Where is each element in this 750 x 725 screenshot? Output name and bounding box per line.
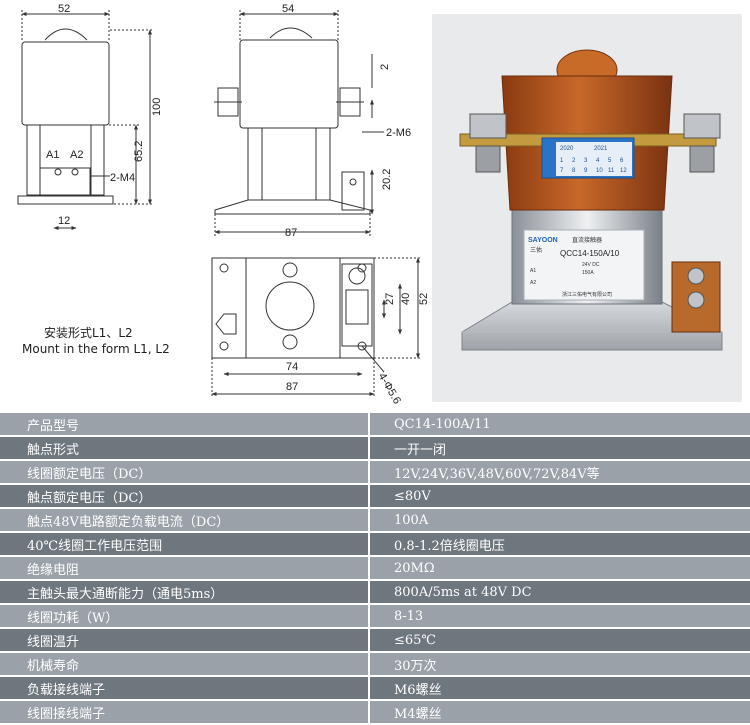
spec-value: 100A xyxy=(370,509,750,531)
label-year-2020: 2020 xyxy=(560,146,574,152)
front-width-label: 52 xyxy=(58,3,70,15)
rated-current-label: 150A xyxy=(582,270,594,276)
technical-drawing: 52 100 65.2 A1 A2 2-M4 12 xyxy=(17,3,430,406)
table-row: 触点形式一开一闭 xyxy=(0,437,750,459)
spec-label: 主触头最大通断能力（通电5ms） xyxy=(0,581,370,603)
spec-label: 绝缘电阻 xyxy=(0,557,370,579)
label-month-2: 2 xyxy=(572,158,576,164)
spec-value: ≤80V xyxy=(370,485,750,507)
spec-label: 线圈额定电压（DC） xyxy=(0,461,370,483)
photo-terminal-a1: A1 xyxy=(530,268,536,274)
model-label: QCC14-150A/10 xyxy=(560,249,620,258)
label-month-6: 6 xyxy=(620,158,624,164)
terminal-a2-label: A2 xyxy=(70,149,83,161)
spec-label: 40℃线圈工作电压范围 xyxy=(0,533,370,555)
label-month-1: 1 xyxy=(560,158,564,164)
front-screw-label: 2-M4 xyxy=(110,172,135,184)
spec-label: 触点形式 xyxy=(0,437,370,459)
front-bottom-width-label: 12 xyxy=(58,215,70,227)
spec-value: 8-13 xyxy=(370,605,750,627)
spec-value: 30万次 xyxy=(370,653,750,675)
spec-label: 触点48V电路额定负载电流（DC） xyxy=(0,509,370,531)
label-month-11: 11 xyxy=(608,168,615,174)
spec-value: ≤65℃ xyxy=(370,629,750,651)
table-row: 主触头最大通断能力（通电5ms）800A/5ms at 48V DC xyxy=(0,581,750,603)
label-month-10: 10 xyxy=(596,168,603,174)
label-month-4: 4 xyxy=(596,158,600,164)
mount-note-en: Mount in the form L1, L2 xyxy=(22,342,170,356)
spec-value: 一开一闭 xyxy=(370,437,750,459)
table-row: 线圈额定电压（DC）12V,24V,36V,48V,60V,72V,84V等 xyxy=(0,461,750,483)
spec-value: QC14-100A/11 xyxy=(370,413,750,435)
side-top-gap-label: 2 xyxy=(379,64,391,70)
side-terminal-height-label: 20.2 xyxy=(381,169,393,190)
brand-label: SAYOON xyxy=(528,237,558,244)
photo-terminal-a2: A2 xyxy=(530,280,536,286)
top-inner-depth-label: 40 xyxy=(400,293,412,305)
top-view xyxy=(211,257,422,398)
top-width-label: 87 xyxy=(286,381,298,393)
spec-value: M6螺丝 xyxy=(370,677,750,699)
manufacturer-label: 浙江三佑电气有限公司 xyxy=(562,291,612,298)
side-view xyxy=(214,10,384,236)
label-month-9: 9 xyxy=(584,168,588,174)
spec-label: 机械寿命 xyxy=(0,653,370,675)
top-depth-label: 52 xyxy=(418,293,430,305)
side-screw-label: 2-M6 xyxy=(386,127,411,139)
spec-value: 800A/5ms at 48V DC xyxy=(370,581,750,603)
top-inner-width-label: 74 xyxy=(286,361,298,373)
coil-voltage-label: 24V DC xyxy=(582,262,600,268)
spec-label: 触点额定电压（DC） xyxy=(0,485,370,507)
top-hole-label: 4-Φ5.6 xyxy=(376,371,403,406)
table-row: 线圈温升≤65℃ xyxy=(0,629,750,651)
brand-cn-label: 三佑 xyxy=(530,246,542,254)
spec-label: 线圈温升 xyxy=(0,629,370,651)
spec-label: 产品型号 xyxy=(0,413,370,435)
spec-label: 线圈功耗（W） xyxy=(0,605,370,627)
table-row: 触点48V电路额定负载电流（DC）100A xyxy=(0,509,750,531)
product-photo: 2020 2021 1 2 3 4 5 6 7 8 9 10 11 12 SAY… xyxy=(432,14,742,402)
table-row: 线圈功耗（W）8-13 xyxy=(0,605,750,627)
spec-value: 0.8-1.2倍线圈电压 xyxy=(370,533,750,555)
label-year-2021: 2021 xyxy=(594,146,608,152)
terminal-a1-label: A1 xyxy=(46,149,59,161)
spec-label: 负载接线端子 xyxy=(0,677,370,699)
label-month-8: 8 xyxy=(572,168,576,174)
mount-note-cn: 安装形式L1、L2 xyxy=(44,326,133,340)
product-type-label: 直流接触器 xyxy=(572,236,602,244)
side-base-width-label: 87 xyxy=(285,227,297,239)
table-row: 触点额定电压（DC）≤80V xyxy=(0,485,750,507)
label-month-3: 3 xyxy=(584,158,588,164)
spec-value: M4螺丝 xyxy=(370,701,750,723)
top-hole-spacing-label: 27 xyxy=(384,293,396,305)
side-width-label: 54 xyxy=(282,3,294,15)
spec-label: 线圈接线端子 xyxy=(0,701,370,723)
front-view xyxy=(17,10,154,230)
front-height-label: 100 xyxy=(151,98,163,116)
label-month-7: 7 xyxy=(560,168,564,174)
spec-value: 12V,24V,36V,48V,60V,72V,84V等 xyxy=(370,461,750,483)
front-inner-height-label: 65.2 xyxy=(133,141,145,162)
label-month-12: 12 xyxy=(620,168,627,174)
label-month-5: 5 xyxy=(608,158,612,164)
spec-value: 20MΩ xyxy=(370,557,750,579)
